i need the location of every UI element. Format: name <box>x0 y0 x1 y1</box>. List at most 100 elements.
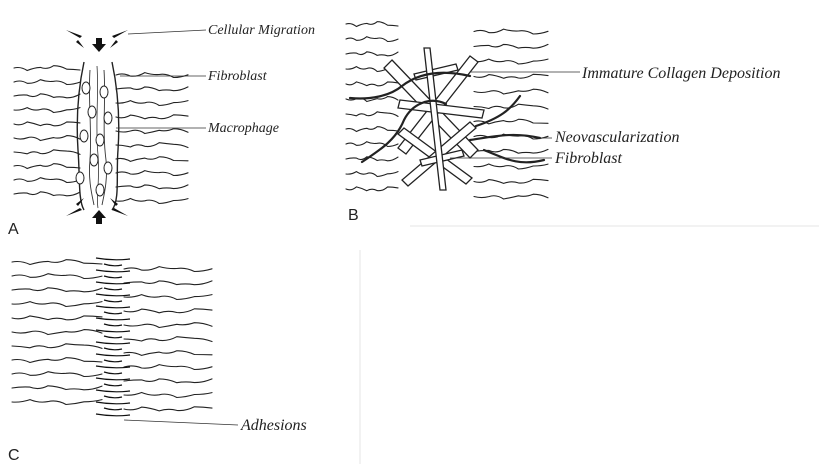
panel-c-fibers <box>12 260 212 411</box>
fiber-a-left <box>14 150 80 155</box>
panel-letter-a: A <box>8 221 19 238</box>
fibroblast-cell <box>88 106 96 118</box>
fiber-c-right <box>124 379 212 383</box>
adhesion-strand <box>96 270 130 272</box>
fiber-b-left <box>346 82 398 86</box>
fiber-b-right <box>474 194 548 199</box>
arrow-top-center-icon <box>92 38 106 52</box>
label-adhesions: Adhesions <box>240 417 307 434</box>
adhesion-strand <box>104 372 122 374</box>
fiber-c-left <box>12 344 102 349</box>
fiber-a-right <box>116 73 188 78</box>
leader-adhesions <box>124 420 238 425</box>
fiber-a-left <box>14 178 80 183</box>
fiber-c-right <box>124 407 212 411</box>
adhesion-strand <box>104 324 122 326</box>
adhesion-strand <box>96 258 130 260</box>
fiber-a-right <box>116 199 188 204</box>
fiber-b-left <box>346 22 398 27</box>
fiber-a-left <box>14 164 80 169</box>
label-fibroblast-b: Fibroblast <box>554 150 623 167</box>
fiber-a-right <box>116 143 188 148</box>
adhesion-strand <box>96 330 130 332</box>
fiber-c-left <box>12 274 102 279</box>
fibroblast-cell <box>80 130 88 142</box>
fiber-a-right <box>116 171 188 176</box>
fiber-b-left <box>346 142 398 147</box>
panel-a: Cellular Migration Fibroblast Macrophage… <box>8 23 315 238</box>
fiber-c-right <box>124 365 212 370</box>
fiber-c-right <box>124 295 212 300</box>
immature-collagen <box>384 48 484 190</box>
fiber-a-left <box>14 192 80 196</box>
fiber-c-right <box>124 323 212 328</box>
label-immature-collagen: Immature Collagen Deposition <box>581 65 781 82</box>
fiber-c-left <box>12 386 102 390</box>
adhesion-strand <box>96 390 130 392</box>
fiber-a-left <box>14 122 80 126</box>
adhesion-strand <box>104 264 122 266</box>
panel-letter-c: C <box>8 447 20 464</box>
panel-a-cells <box>76 82 112 196</box>
fiber-b-right <box>474 179 548 183</box>
fiber-c-right <box>124 309 212 313</box>
fiber-b-right <box>474 29 548 34</box>
adhesion-strand <box>104 300 122 302</box>
fiber-b-left <box>346 187 398 191</box>
adhesion-strand <box>96 294 130 296</box>
adhesion-strand <box>96 402 130 404</box>
label-fibroblast-a: Fibroblast <box>207 69 268 84</box>
adhesion-strand <box>96 306 130 308</box>
fiber-c-left <box>12 288 102 292</box>
fiber-a-right <box>116 129 188 134</box>
fiber-b-left <box>346 172 398 177</box>
adhesion-strand <box>104 360 122 362</box>
fiber-c-right <box>124 351 212 356</box>
fiber-b-left <box>346 112 398 117</box>
fiber-a-left <box>14 94 80 98</box>
macrophage-cell <box>100 86 108 98</box>
adhesion-strand <box>104 408 122 410</box>
fiber-c-right <box>124 393 212 398</box>
fiber-c-right <box>124 281 212 285</box>
fiber-a-right <box>116 101 188 106</box>
fiber-b-right <box>474 89 548 94</box>
arrow-bottom-left-icon <box>66 198 84 216</box>
adhesion-strand <box>96 342 130 344</box>
fiber-c-left <box>12 400 102 405</box>
fiber-b-left <box>346 37 398 42</box>
fiber-c-left <box>12 358 102 363</box>
adhesion-strand <box>96 282 130 284</box>
macrophage-cell <box>104 112 112 124</box>
adhesion-strand <box>104 384 122 386</box>
fiber-b-left <box>346 157 398 161</box>
fiber-c-left <box>12 316 102 320</box>
label-macrophage: Macrophage <box>207 121 279 136</box>
leader-cellular-migration <box>128 30 206 34</box>
label-neovascularization: Neovascularization <box>554 129 679 146</box>
fiber-c-left <box>12 302 102 307</box>
fiber-b-left <box>346 52 398 56</box>
adhesion-strand <box>104 348 122 350</box>
fiber-b-right <box>474 164 548 169</box>
adhesion-strand <box>96 318 130 320</box>
fiber-a-right <box>116 87 188 91</box>
arrow-top-right-icon <box>110 30 128 48</box>
fiber-a-left <box>14 66 80 71</box>
panel-c: Adhesions C <box>8 258 307 464</box>
fibroblast-cell <box>82 82 90 94</box>
fiber-b-left <box>346 127 398 132</box>
fiber-b-right <box>474 59 548 64</box>
macrophage-cell <box>96 134 104 146</box>
fiber-a-left <box>14 136 80 141</box>
macrophage-cell <box>96 184 104 196</box>
arrow-top-left-icon <box>66 30 84 48</box>
fiber-c-left <box>12 260 102 265</box>
panel-letter-b: B <box>348 207 359 224</box>
fibroblast-cell <box>76 172 84 184</box>
fiber-a-right <box>116 157 188 162</box>
panel-b: Immature Collagen Deposition Neovascular… <box>346 22 781 224</box>
adhesion-strand <box>96 414 130 416</box>
adhesion-strand <box>104 276 122 278</box>
